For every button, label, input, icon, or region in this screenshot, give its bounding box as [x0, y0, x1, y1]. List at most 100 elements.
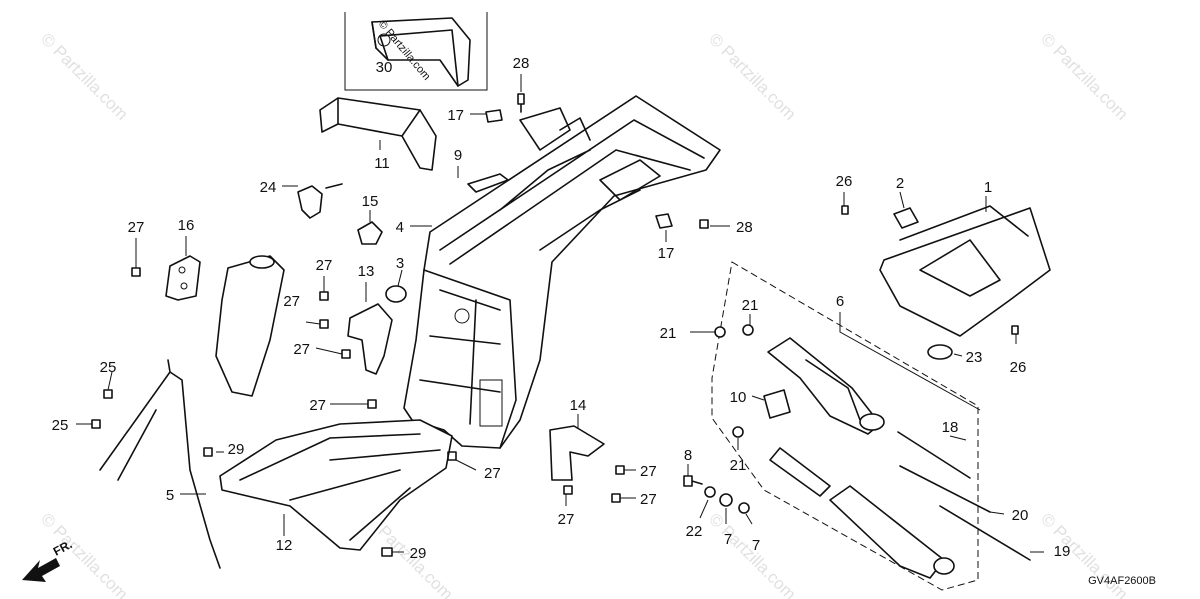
part-27-bolt[interactable] [563, 485, 573, 495]
part-21-nut[interactable] [732, 426, 744, 438]
part-13-bracket[interactable] [347, 303, 393, 375]
callout-25[interactable]: 25 [52, 417, 69, 434]
callout-12[interactable]: 12 [276, 537, 293, 554]
part-3-grommet[interactable] [385, 285, 407, 303]
callout-28[interactable]: 28 [736, 219, 753, 236]
part-4-main-frame[interactable] [403, 95, 721, 449]
callout-29[interactable]: 29 [410, 545, 427, 562]
watermark: © Partzilla.com [1037, 29, 1131, 123]
callout-6[interactable]: 6 [836, 293, 844, 310]
part-17-clip[interactable] [485, 109, 503, 123]
callout-21[interactable]: 21 [730, 457, 747, 474]
part-21-nut[interactable] [742, 324, 754, 336]
part-19-shaft[interactable] [939, 505, 1031, 561]
callout-10[interactable]: 10 [730, 389, 747, 406]
part-16-plate[interactable] [165, 255, 201, 301]
part-5-stand[interactable] [99, 359, 221, 569]
callout-7[interactable]: 7 [752, 537, 760, 554]
callout-28[interactable]: 28 [513, 55, 530, 72]
callout-18[interactable]: 18 [942, 419, 959, 436]
callout-21[interactable]: 21 [742, 297, 759, 314]
part-24-clamp[interactable] [297, 183, 343, 219]
part-11-guard[interactable] [319, 97, 437, 171]
callout-26[interactable]: 26 [836, 173, 853, 190]
part-27-bolt[interactable] [319, 291, 329, 301]
callout-5[interactable]: 5 [166, 487, 174, 504]
part-29-bolt[interactable] [381, 547, 393, 557]
part-27-bolt[interactable] [615, 465, 625, 475]
part-27-bolt[interactable] [611, 493, 621, 503]
callout-1[interactable]: 1 [984, 179, 992, 196]
callout-8[interactable]: 8 [684, 447, 692, 464]
part-7-washer[interactable] [738, 502, 750, 514]
part-21-nut[interactable] [714, 326, 726, 338]
callout-27[interactable]: 27 [128, 219, 145, 236]
callout-24[interactable]: 24 [260, 179, 277, 196]
watermark: © Partzilla.com [37, 29, 131, 123]
leader-lines [76, 74, 1044, 553]
part-27-bolt[interactable] [131, 267, 141, 277]
part-28-bolt[interactable] [517, 93, 525, 113]
callout-labels: 30 11 9 28 17 24 15 4 3 13 16 27 27 27 2… [52, 55, 1071, 562]
callout-27[interactable]: 27 [316, 257, 333, 274]
steering-head-tube[interactable] [215, 255, 285, 397]
callout-11[interactable]: 11 [374, 155, 390, 172]
part-25-bolt[interactable] [91, 419, 101, 429]
part-17-clip[interactable] [655, 213, 673, 229]
callout-15[interactable]: 15 [362, 193, 379, 210]
callout-27[interactable]: 27 [484, 465, 501, 482]
callout-26[interactable]: 26 [1010, 359, 1027, 376]
callout-16[interactable]: 16 [178, 217, 195, 234]
callout-27[interactable]: 27 [558, 511, 575, 528]
callout-27[interactable]: 27 [309, 397, 326, 414]
part-14-bracket[interactable] [549, 425, 605, 481]
part-27-bolt[interactable] [319, 319, 329, 329]
part-20-bolt[interactable] [899, 465, 991, 513]
part-1-undercover[interactable] [879, 205, 1051, 337]
callout-7[interactable]: 7 [724, 531, 732, 548]
part-7-washer[interactable] [719, 493, 733, 507]
callout-2[interactable]: 2 [896, 175, 904, 192]
part-2-cap[interactable] [893, 207, 919, 229]
part-10-clamp[interactable] [763, 389, 791, 419]
part-27-bolt[interactable] [367, 399, 377, 409]
part-8-bolt[interactable] [683, 475, 703, 487]
part-12-lower-frame[interactable] [219, 419, 453, 551]
callout-20[interactable]: 20 [1012, 507, 1029, 524]
part-26-screw[interactable] [1011, 325, 1019, 335]
callout-29[interactable]: 29 [228, 441, 245, 458]
part-27-bolt[interactable] [341, 349, 351, 359]
callout-19[interactable]: 19 [1054, 543, 1071, 560]
callout-22[interactable]: 22 [686, 523, 703, 540]
part-23-clamp[interactable] [927, 344, 953, 360]
part-29-bolt[interactable] [203, 447, 213, 457]
part-18-shaft[interactable] [897, 431, 971, 479]
callout-30[interactable]: 30 [376, 59, 393, 76]
front-direction-indicator: FR. [22, 537, 74, 582]
front-arrow-icon [22, 558, 60, 582]
part-6-rear-fork[interactable] [767, 337, 955, 579]
callout-23[interactable]: 23 [966, 349, 983, 366]
callout-27[interactable]: 27 [640, 463, 657, 480]
diagram-code: GV4AF2600B [1088, 575, 1156, 587]
callout-13[interactable]: 13 [358, 263, 375, 280]
callout-14[interactable]: 14 [570, 397, 587, 414]
part-25-bolt[interactable] [103, 389, 113, 399]
part-26-screw[interactable] [841, 205, 849, 215]
part-30-guard[interactable] [371, 17, 471, 87]
part-28-bolt[interactable] [699, 219, 709, 229]
callout-27[interactable]: 27 [640, 491, 657, 508]
callout-21[interactable]: 21 [660, 325, 677, 342]
part-6-group-outline [711, 261, 979, 591]
callout-17[interactable]: 17 [658, 245, 675, 262]
callout-27[interactable]: 27 [283, 293, 300, 310]
callout-27[interactable]: 27 [293, 341, 310, 358]
callout-25[interactable]: 25 [100, 359, 117, 376]
callout-3[interactable]: 3 [396, 255, 404, 272]
callout-4[interactable]: 4 [396, 219, 404, 236]
callout-17[interactable]: 17 [447, 107, 464, 124]
callout-9[interactable]: 9 [454, 147, 462, 164]
part-22-washer[interactable] [704, 486, 716, 498]
part-15-grommet[interactable] [357, 221, 383, 245]
